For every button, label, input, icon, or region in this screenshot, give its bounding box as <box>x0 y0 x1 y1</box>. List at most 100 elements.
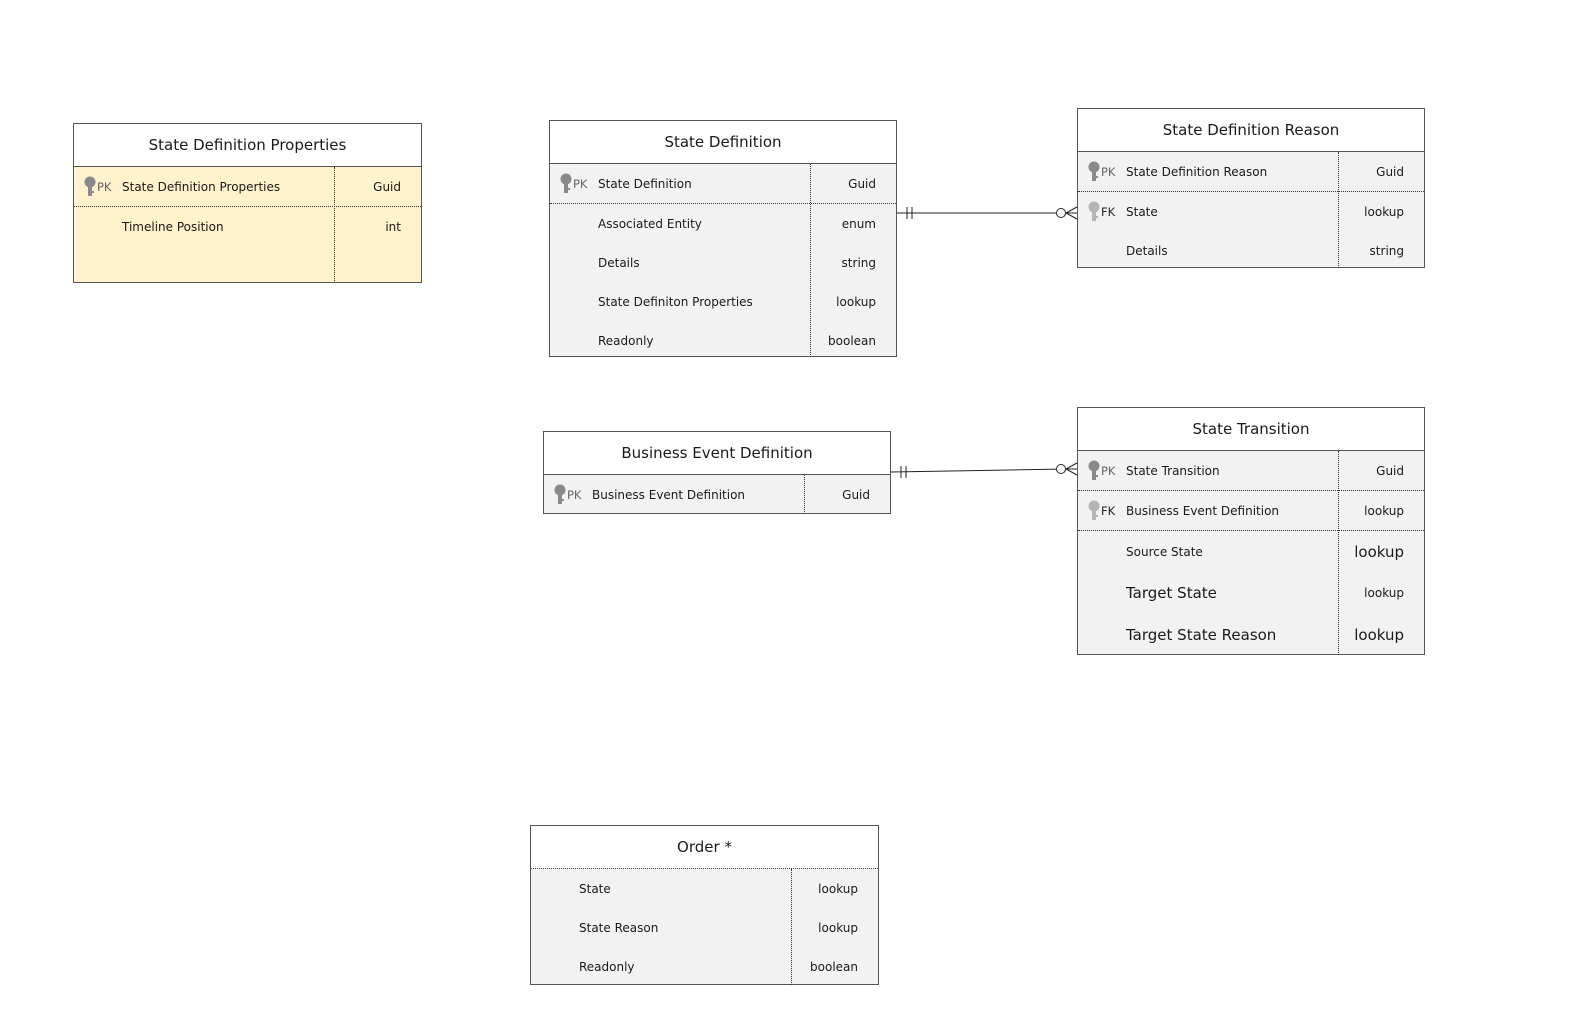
primary-key-marker: PK <box>554 475 581 514</box>
field-type: string <box>841 255 876 270</box>
entity-row[interactable]: Target State Reason lookup <box>1078 614 1424 656</box>
key-icon <box>84 176 96 196</box>
field-name: Readonly <box>579 959 635 974</box>
entity-row[interactable]: State Reason lookup <box>531 908 878 947</box>
entity-row[interactable]: Readonly boolean <box>531 947 878 986</box>
field-name: State Definition Reason <box>1126 164 1268 179</box>
entity-row[interactable]: PK Business Event Definition Guid <box>544 475 890 514</box>
column-separator <box>804 475 805 514</box>
entity-row[interactable]: PK State Transition Guid <box>1078 451 1424 491</box>
field-type: lookup <box>818 920 858 935</box>
entity-state-definition-properties[interactable]: State Definition Properties PK State Def… <box>73 123 422 283</box>
field-type: boolean <box>828 333 876 348</box>
primary-key-marker: PK <box>560 164 587 203</box>
field-type: lookup <box>836 294 876 309</box>
key-label: FK <box>1101 503 1116 518</box>
entity-row[interactable]: Target State lookup <box>1078 572 1424 614</box>
entity-row[interactable]: PK State Definition Reason Guid <box>1078 152 1424 192</box>
field-type: enum <box>841 216 876 231</box>
entity-title: Business Event Definition <box>544 432 890 475</box>
field-name: Target State Reason <box>1126 626 1277 644</box>
zero-circle <box>1056 464 1066 474</box>
crows-foot <box>1065 212 1078 220</box>
field-type: boolean <box>810 959 858 974</box>
entity-row[interactable]: Source State lookup <box>1078 531 1424 572</box>
crows-foot <box>1065 468 1078 476</box>
entity-row[interactable]: State Definiton Properties lookup <box>550 282 896 321</box>
crows-foot <box>1065 462 1078 470</box>
entity-title: Order * <box>531 826 878 869</box>
field-type: lookup <box>1364 204 1404 219</box>
field-name: State Definition Properties <box>122 179 281 194</box>
primary-key-marker: PK <box>84 167 111 206</box>
field-type: lookup <box>1364 586 1404 600</box>
field-name: Business Event Definition <box>592 487 746 502</box>
column-separator <box>1338 451 1339 655</box>
entity-title: State Definition <box>550 121 896 164</box>
key-icon <box>1088 161 1100 181</box>
zero-circle <box>1056 208 1066 218</box>
column-separator <box>810 164 811 357</box>
field-name: State Definition <box>598 176 692 191</box>
entity-row[interactable]: State lookup <box>531 869 878 908</box>
field-type: string <box>1369 243 1404 258</box>
key-label: PK <box>1101 463 1116 478</box>
primary-key-marker: PK <box>1088 152 1115 191</box>
field-name: State <box>579 881 611 896</box>
entity-state-definition[interactable]: State Definition PK State Definition Gui… <box>549 120 897 357</box>
entity-row[interactable]: Readonly boolean <box>550 321 896 360</box>
entity-state-definition-reason[interactable]: State Definition Reason PK State Definit… <box>1077 108 1425 268</box>
field-type: Guid <box>1376 164 1404 179</box>
entity-order[interactable]: Order * State lookup State Reason lookup… <box>530 825 879 985</box>
entity-title: State Definition Properties <box>74 124 421 167</box>
entity-row[interactable]: FK Business Event Definition lookup <box>1078 491 1424 531</box>
key-label: FK <box>1101 204 1116 219</box>
column-separator <box>334 167 335 283</box>
key-icon <box>1088 500 1100 520</box>
foreign-key-marker: FK <box>1088 491 1115 530</box>
field-name: Details <box>598 255 640 270</box>
entity-row[interactable]: Details string <box>550 243 896 282</box>
field-name: Details <box>1126 243 1168 258</box>
foreign-key-marker: FK <box>1088 192 1115 231</box>
relationship-business-event-to-transition[interactable] <box>890 462 1078 478</box>
key-icon <box>1088 460 1100 480</box>
field-type: Guid <box>848 176 876 191</box>
field-name: Timeline Position <box>122 219 224 234</box>
field-type: lookup <box>1354 626 1404 644</box>
field-name: Associated Entity <box>598 216 702 231</box>
key-label: PK <box>97 179 112 194</box>
field-type: lookup <box>818 881 858 896</box>
field-name: Target State <box>1126 584 1217 602</box>
entity-row[interactable]: PK State Definition Guid <box>550 164 896 204</box>
key-label: PK <box>567 487 582 502</box>
field-type: lookup <box>1364 503 1404 518</box>
field-name: State <box>1126 204 1158 219</box>
entity-row[interactable]: Timeline Position int <box>74 207 421 246</box>
key-icon <box>1088 201 1100 221</box>
entity-state-transition[interactable]: State Transition PK State Transition Gui… <box>1077 407 1425 655</box>
key-icon <box>554 484 566 504</box>
field-name: Readonly <box>598 333 654 348</box>
field-type: Guid <box>842 487 870 502</box>
field-type: Guid <box>373 179 401 194</box>
entity-title: State Definition Reason <box>1078 109 1424 152</box>
entity-title: State Transition <box>1078 408 1424 451</box>
entity-business-event-definition[interactable]: Business Event Definition PK Business Ev… <box>543 431 891 514</box>
entity-row[interactable]: PK State Definition Properties Guid <box>74 167 421 207</box>
primary-key-marker: PK <box>1088 451 1115 490</box>
column-separator <box>791 869 792 985</box>
entity-row[interactable]: Details string <box>1078 231 1424 270</box>
field-name: Business Event Definition <box>1126 503 1280 518</box>
field-type: lookup <box>1354 542 1404 561</box>
column-separator <box>1338 152 1339 268</box>
key-label: PK <box>573 176 588 191</box>
entity-row[interactable]: FK State lookup <box>1078 192 1424 231</box>
entity-row[interactable]: Associated Entity enum <box>550 204 896 243</box>
field-name: State Definiton Properties <box>598 294 753 309</box>
field-type: int <box>385 219 401 234</box>
field-name: State Reason <box>579 920 659 935</box>
crows-foot <box>1065 206 1078 214</box>
relationship-state-definition-to-reason[interactable] <box>897 206 1078 220</box>
